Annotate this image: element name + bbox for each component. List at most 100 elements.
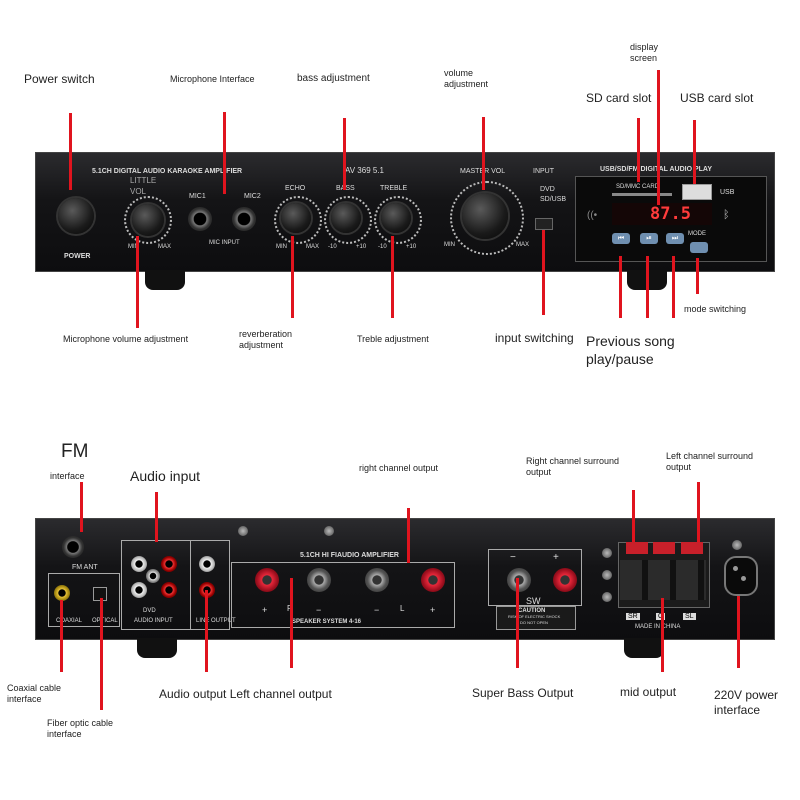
display-readout: 87.5 (650, 204, 691, 224)
speaker-l-negative[interactable] (365, 568, 389, 592)
surround-c-clip[interactable] (653, 542, 675, 554)
sub-plus: + (553, 552, 559, 563)
screw-1 (238, 526, 248, 536)
audio-input-l2[interactable] (131, 582, 147, 598)
fm-antenna-jack[interactable] (62, 536, 84, 558)
audio-input-l1[interactable] (131, 556, 147, 572)
audio-input-r2[interactable] (161, 582, 177, 598)
play-pause-button[interactable]: ⏯ (640, 233, 658, 244)
label-coaxial-2: interface (7, 694, 42, 704)
label-usb-card-slot: USB card slot (680, 91, 754, 105)
label-power-interface-2: interface (714, 703, 761, 717)
display-screen (612, 203, 712, 225)
label-power-interface-1: 220V power (714, 688, 779, 702)
screw-4 (602, 548, 612, 558)
l-marker: L (400, 604, 405, 613)
subwoofer-positive[interactable] (553, 568, 577, 592)
mic1-text: MIC1 (189, 193, 206, 200)
mic-input-text: MIC INPUT (209, 240, 240, 246)
caution-text: CAUTION (518, 608, 546, 614)
mic1-jack[interactable] (188, 207, 212, 231)
speaker-system-text: SPEAKER SYSTEM 4-16 (292, 619, 362, 625)
echo-ring (274, 196, 322, 244)
audio-input-text: AUDIO INPUT (134, 618, 173, 624)
sr-text: SR (626, 613, 640, 620)
pointer-treble (391, 236, 394, 318)
subwoofer-box (488, 549, 582, 606)
front-foot-left (145, 270, 185, 290)
mode-button[interactable] (690, 242, 708, 253)
dvd-label: DVD (143, 608, 156, 614)
surround-sl-clip[interactable] (681, 542, 703, 554)
sd-card-text: SD/MMC CARD (616, 184, 659, 190)
label-fm: FM (61, 441, 89, 462)
usb-port[interactable] (682, 184, 712, 200)
audio-input-r1[interactable] (161, 556, 177, 572)
next-song-button[interactable]: ⏭ (666, 233, 684, 244)
treble-minus: -10 (378, 244, 387, 250)
label-reverberation-2: adjustment (239, 340, 284, 350)
mic2-text: MIC2 (244, 193, 261, 200)
speaker-system-box (231, 562, 455, 628)
surround-sr-clip[interactable] (626, 542, 648, 554)
minus-l: − (374, 605, 380, 615)
bass-knob[interactable] (331, 203, 361, 233)
label-right-surround-1: Right channel surround (526, 456, 620, 466)
mode-text: MODE (688, 231, 706, 237)
label-treble: Treble adjustment (357, 334, 429, 344)
label-previous-song: Previous song (586, 333, 675, 349)
input-switch-button[interactable] (535, 218, 553, 230)
master-min: MIN (444, 242, 455, 248)
label-display-screen-1: display (630, 42, 659, 52)
label-right-channel-output: right channel output (359, 463, 439, 473)
pointer-volume (482, 117, 485, 190)
model-number: AV 369 5.1 (345, 166, 384, 175)
sd-usb-text: SD/USB (540, 196, 567, 203)
speaker-r-positive[interactable] (255, 568, 279, 592)
speaker-r-negative[interactable] (307, 568, 331, 592)
label-input-switching: input switching (495, 331, 574, 345)
audio-input-center[interactable] (146, 569, 160, 583)
sub-minus: − (510, 552, 516, 563)
master-volume-knob[interactable] (462, 193, 508, 239)
screw-2 (324, 526, 334, 536)
coaxial-jack[interactable] (54, 585, 70, 601)
pointer-reverberation (291, 236, 294, 318)
pointer-previous (619, 256, 622, 318)
label-play-pause: play/pause (586, 351, 654, 367)
speaker-l-positive[interactable] (421, 568, 445, 592)
label-audio-input: Audio input (130, 468, 201, 484)
pointer-usb (693, 120, 696, 184)
label-fiber-2: interface (47, 729, 82, 739)
mic2-jack[interactable] (232, 207, 256, 231)
label-volume-adjustment-1: volume (444, 68, 474, 78)
echo-max: MAX (306, 244, 320, 250)
model-title: 5.1CH DIGITAL AUDIO KARAOKE AMPLIFIER (92, 168, 243, 175)
treble-knob[interactable] (381, 203, 411, 233)
mic-volume-knob[interactable] (132, 204, 164, 236)
master-max: MAX (516, 242, 530, 248)
label-microphone-interface: Microphone Interface (170, 74, 255, 84)
plus-l: + (430, 605, 436, 615)
ac-pin-2 (741, 576, 746, 581)
echo-knob[interactable] (281, 203, 311, 233)
pointer-right-channel (407, 508, 410, 563)
subwoofer-negative[interactable] (507, 568, 531, 592)
pointer-display (657, 70, 660, 205)
sd-card-slot[interactable] (612, 193, 672, 196)
power-knob[interactable] (58, 198, 94, 234)
hifi-title: 5.1CH HI FIAUDIO AMPLIFIER (300, 552, 399, 559)
caution-line-2: DO NOT OPEN (520, 620, 548, 625)
caution-box (496, 606, 576, 630)
line-output-l[interactable] (199, 556, 215, 572)
label-mid-output: mid output (620, 685, 677, 699)
digital-input-box (48, 573, 120, 627)
fm-ant-text: FM ANT (72, 564, 98, 571)
previous-song-button[interactable]: ⏮ (612, 233, 630, 244)
label-left-surround-2: output (666, 462, 692, 472)
usb-text: USB (720, 189, 735, 196)
pointer-bass (343, 118, 346, 190)
pointer-power-interface (737, 596, 740, 668)
pointer-mic-volume (136, 236, 139, 328)
rear-foot-left (137, 638, 177, 658)
